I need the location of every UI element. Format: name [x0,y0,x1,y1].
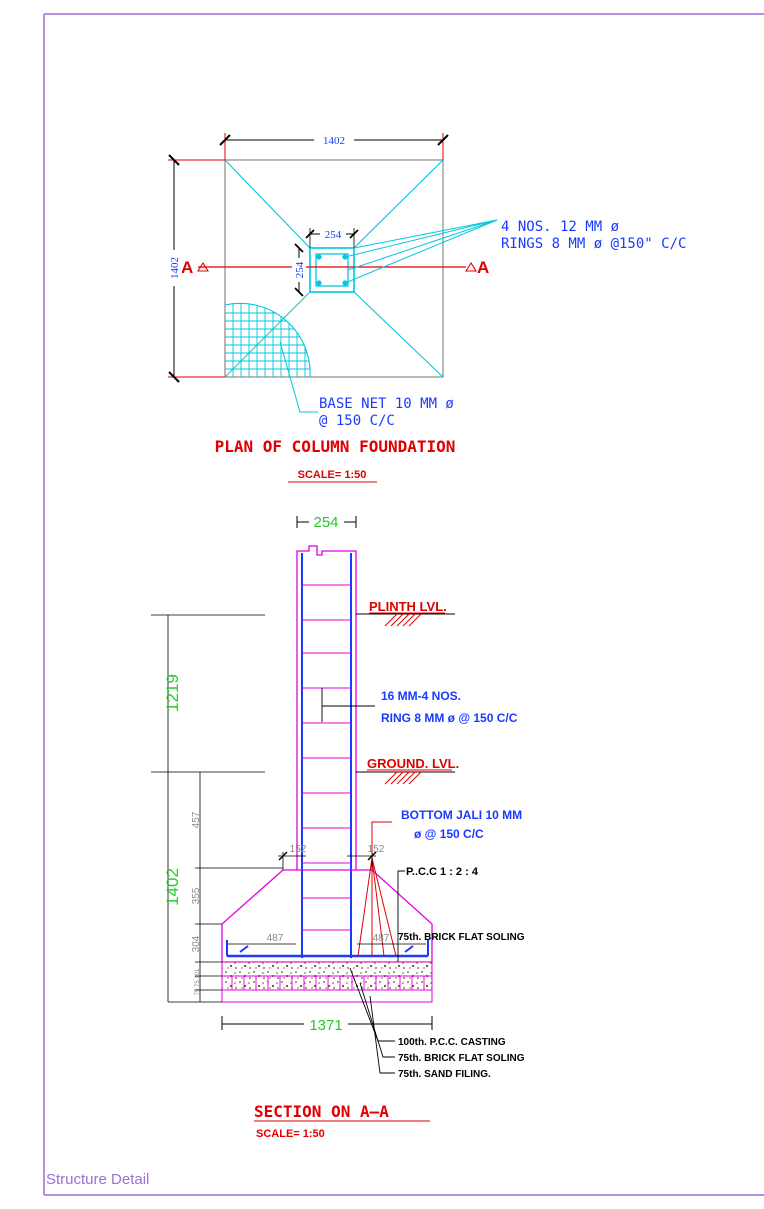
column-rings [302,584,351,931]
dim-col-width: 254 [305,227,359,248]
svg-text:254: 254 [325,229,342,241]
layer-pcc [221,961,433,977]
dim-457: 457 [191,811,202,828]
column-bars [316,254,348,286]
note-bars-line1: 4 NOS. 12 MM ø [501,219,620,235]
bottom-jali [226,940,429,958]
vertical-dims [151,614,283,1003]
section-view: 254 [151,512,525,1140]
dim-col-height: 254 [292,243,306,297]
note-layer-sand: 75th. SAND FILING. [398,1069,491,1080]
note-jali-1: BOTTOM JALI 10 MM [401,808,522,822]
sec-dim-col: 254 [296,512,357,531]
column-outline [296,545,357,870]
note-brick-top: 75th. BRICK FLAT SOLING [398,932,525,943]
plan-title: PLAN OF COLUMN FOUNDATION [215,437,456,456]
note-bars-2: RING 8 MM ø @ 150 C/C [381,711,518,725]
dim-1402: 1402 [163,868,182,906]
jali-leaders [357,821,397,957]
slope-lines [224,159,444,378]
dim-1371: 1371 [221,1014,433,1034]
layer-brick [221,975,433,991]
dim-304: 304 [191,935,202,952]
dim-152-right: 152 [368,844,385,855]
column-outer [309,247,355,293]
plan-leaders [279,219,498,413]
svg-text:1402: 1402 [169,257,181,279]
dim-355: 355 [191,887,202,904]
bar-leader [321,688,375,722]
dim-487: 487 487 [228,933,426,945]
ground-level: GROUND. LVL. [356,756,459,785]
note-pcc: P..C.C 1 : 2 : 4 [406,866,479,878]
column-rebars [301,553,352,958]
section-title: SECTION ON A–A [254,1102,389,1121]
dim-152: 152 152 [278,844,385,870]
note-bars-line2: RINGS 8 MM ø @150" C/C [501,236,686,252]
sheet-border [43,13,764,1196]
svg-text:254: 254 [313,514,338,531]
dim-487-right: 487 [373,933,390,944]
sheet-caption: Structure Detail [46,1171,150,1188]
section-mark-right: A [477,258,489,277]
dim-1219: 1219 [163,674,182,712]
note-layer-pcc: 100th. P.C.C. CASTING [398,1037,506,1048]
note-jali-2: ø @ 150 C/C [414,827,484,841]
footing-section [221,869,433,963]
svg-text:PLINTH LVL.: PLINTH LVL. [369,599,447,614]
dim-left: 1402 [166,154,225,383]
plan-view: A A 1402 1402 [166,133,686,483]
svg-text:1371: 1371 [309,1017,342,1034]
dim-top: 1402 [219,133,449,160]
note-layer-brick: 75th. BRICK FLAT SOLING [398,1053,525,1064]
layer-leaders [349,967,395,1074]
footing-outline [224,159,444,378]
section-scale: SCALE= 1:50 [256,1128,325,1140]
brick-joints [231,976,425,990]
svg-text:1402: 1402 [323,135,345,147]
svg-text:254: 254 [294,261,306,278]
svg-text:GROUND. LVL.: GROUND. LVL. [367,756,459,771]
section-mark-left: A [181,258,193,277]
plan-scale: SCALE= 1:50 [298,469,367,481]
dim-487-left: 487 [267,933,284,944]
layer-sand [221,989,433,1003]
dim-152-left: 152 [290,844,307,855]
plinth-level: PLINTH LVL. [356,599,455,627]
note-base-line1: BASE NET 10 MM ø [319,396,454,412]
note-base-line2: @ 150 C/C [319,413,395,429]
note-bars-1: 16 MM-4 NOS. [381,689,461,703]
dim-small: 75 75 101 [195,968,201,995]
